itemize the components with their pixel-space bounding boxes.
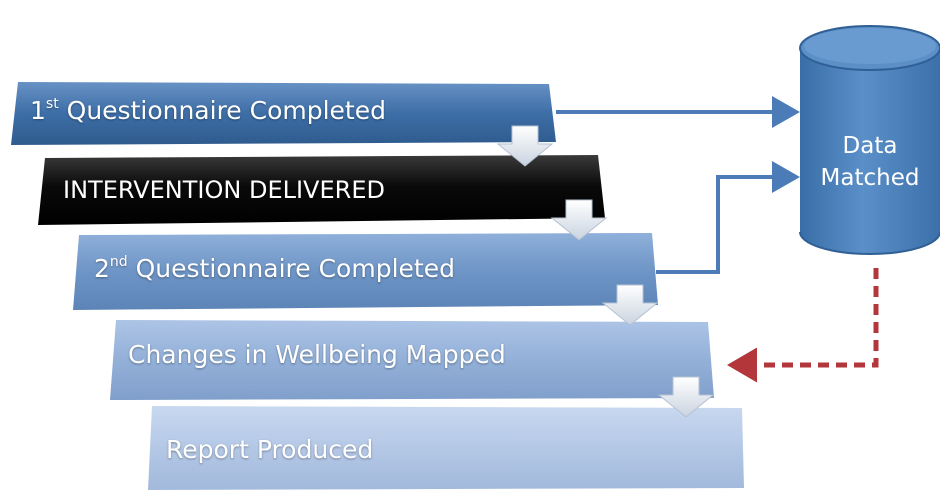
step-box-4 [110,320,714,400]
database-cylinder [799,25,940,255]
connector-arrow-2 [656,161,800,274]
step-label-3: 2nd Questionnaire Completed [94,254,455,283]
feedback-arrow [727,268,879,383]
database-label: Data Matched [800,130,940,194]
step-box-3 [73,233,658,310]
step-label-1: 1st Questionnaire Completed [30,96,386,125]
database-label-line2: Matched [820,165,920,191]
down-arrow-icon [496,125,554,167]
database-label-line1: Data [842,133,898,159]
down-arrow-icon [601,284,659,326]
step-label-2: INTERVENTION DELIVERED [63,176,385,204]
down-arrow-icon [657,376,715,418]
step-box-1 [11,82,556,145]
step-label-4: Changes in Wellbeing Mapped [128,340,506,369]
step-box-2 [38,155,605,225]
down-arrow-icon [550,199,608,241]
step-label-5: Report Produced [166,435,374,464]
step-box-5 [148,406,744,490]
